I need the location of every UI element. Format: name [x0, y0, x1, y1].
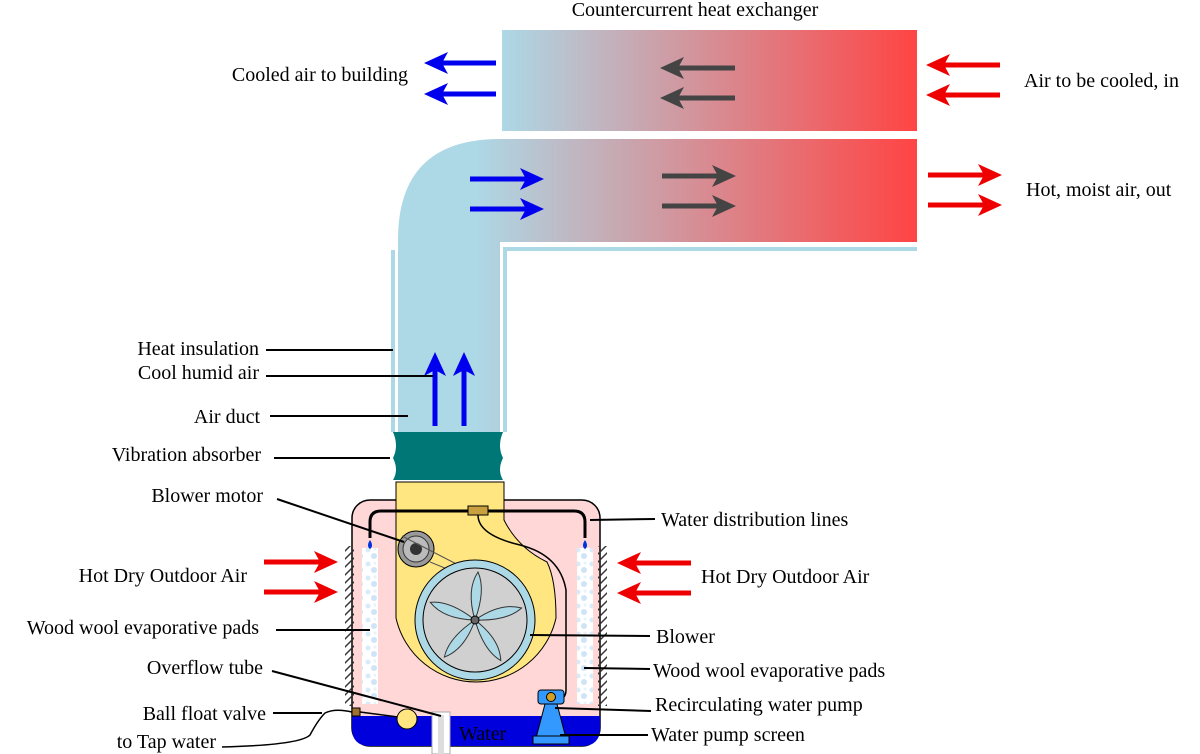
ball-float-valve	[351, 707, 418, 730]
left-evaporative-pad	[362, 548, 378, 704]
right-evaporative-pad	[577, 548, 593, 704]
blower-wheel	[414, 559, 536, 681]
drip-right	[583, 540, 587, 549]
left-hatch	[345, 546, 354, 706]
label-pump-screen: Water pump screen	[651, 724, 805, 746]
label-tap-water: to Tap water	[117, 731, 217, 753]
label-cooled-air: Cooled air to building	[232, 64, 408, 86]
label-overflow-tube: Overflow tube	[147, 657, 263, 679]
label-water: Water	[459, 723, 507, 745]
label-ball-float: Ball float valve	[143, 703, 266, 725]
distribution-fitting	[467, 505, 489, 516]
hot-moist-out-arrows	[928, 164, 1002, 216]
leader-lines	[266, 349, 656, 736]
exchanger-top-channel	[502, 30, 917, 131]
label-vibration-absorber: Vibration absorber	[112, 444, 262, 466]
tap-water-line	[221, 709, 353, 748]
label-air-duct: Air duct	[194, 406, 261, 428]
heat-insulation-lining	[503, 247, 917, 432]
label-blower-motor: Blower motor	[151, 485, 263, 507]
label-exchanger-title: Countercurrent heat exchanger	[572, 0, 819, 21]
air-in-arrows	[926, 54, 1000, 106]
vibration-absorber	[393, 432, 503, 480]
exchanger-top-flow-arrows	[660, 57, 735, 109]
label-pads-right: Wood wool evaporative pads	[653, 660, 885, 682]
label-heat-insulation: Heat insulation	[137, 338, 259, 360]
label-cool-humid-air: Cool humid air	[138, 362, 259, 384]
exchanger-bottom-channel	[398, 139, 917, 432]
label-water-distribution: Water distribution lines	[661, 509, 848, 531]
label-hot-moist-out: Hot, moist air, out	[1026, 179, 1172, 201]
label-recirc-pump: Recirculating water pump	[655, 694, 863, 716]
label-pads-left: Wood wool evaporative pads	[27, 617, 259, 639]
label-blower: Blower	[656, 626, 715, 648]
hot-dry-air-right-arrows	[617, 552, 691, 604]
exchanger-bottom-flow-arrows	[662, 165, 736, 217]
hot-dry-air-left-arrows	[264, 551, 338, 603]
cooled-air-arrows	[424, 52, 496, 105]
label-hot-dry-right: Hot Dry Outdoor Air	[701, 566, 870, 588]
label-air-in: Air to be cooled, in	[1024, 70, 1179, 92]
label-hot-dry-left: Hot Dry Outdoor Air	[79, 565, 248, 587]
drip-left	[368, 540, 372, 549]
cool-humid-air-arrows	[424, 352, 475, 426]
water-pump-screen	[532, 735, 570, 745]
recirculating-water-pump	[532, 689, 570, 745]
right-hatch	[598, 546, 607, 706]
exchanger-bottom-blue-arrows	[470, 168, 544, 220]
